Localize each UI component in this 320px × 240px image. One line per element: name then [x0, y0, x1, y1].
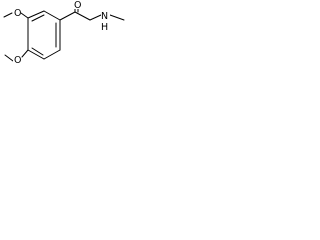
ring-bond-5 — [43, 10, 61, 21]
ring-bond-2 — [27, 49, 45, 60]
bond-n-to-methyl — [109, 14, 125, 21]
label-mask-methoxy-oxygen-top — [13, 8, 21, 17]
atom-label-methoxy-oxygen-bottom: O — [14, 55, 21, 66]
ring-inner-double-3 — [31, 47, 44, 56]
ring-bond-6 — [27, 10, 45, 19]
structure-diagram: O O O N H — [0, 0, 128, 88]
label-mask-amine — [101, 12, 110, 23]
ring-inner-double-1 — [31, 14, 45, 22]
bond-methyl-top-o — [3, 12, 13, 18]
label-mask-carbonyl-oxygen — [73, 0, 81, 9]
bond-ch2-to-n — [89, 14, 102, 21]
atom-label-methoxy-oxygen-top: O — [14, 8, 21, 19]
bond-methyl-bottom-o — [4, 54, 14, 62]
ring-bond-3 — [43, 49, 61, 60]
bond-ring-carbonyl-carbon — [59, 11, 76, 21]
bond-carbonyl-to-ch2 — [74, 11, 91, 21]
molecule-svg: O O O N H — [3, 0, 125, 66]
bond-layer — [3, 5, 125, 62]
bond-o-bottom-ring — [21, 49, 29, 58]
atom-label-layer: O O O N H — [13, 0, 110, 66]
label-mask-methoxy-oxygen-bottom — [13, 55, 21, 64]
atom-label-amine-nitrogen: N — [101, 11, 108, 22]
atom-label-amine-hydrogen: H — [101, 22, 108, 33]
atom-label-carbonyl-oxygen: O — [74, 0, 81, 11]
bond-o-top-ring — [20, 12, 29, 19]
